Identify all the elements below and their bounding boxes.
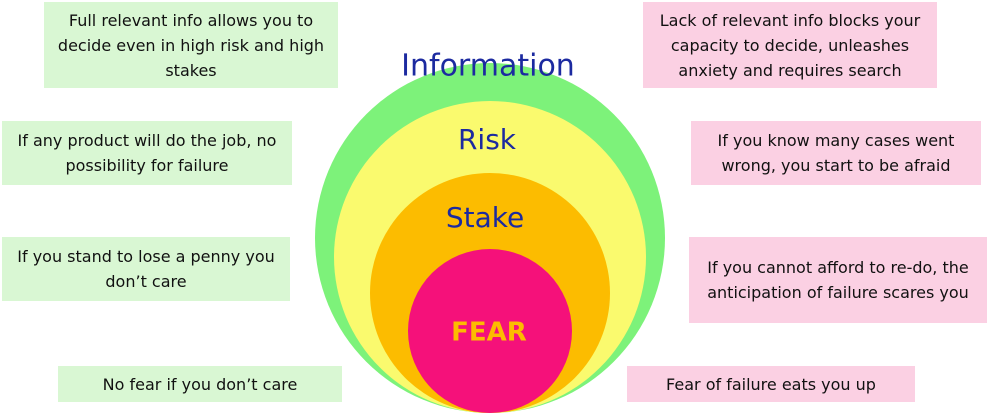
note-lose-penny: If you stand to lose a penny you don’t c… <box>2 237 290 301</box>
note-fear-of-failure: Fear of failure eats you up <box>627 366 915 402</box>
note-cannot-redo: If you cannot afford to re-do, the antic… <box>689 237 987 323</box>
information-label: Information <box>401 49 575 84</box>
note-lack-info: Lack of relevant info blocks your capaci… <box>643 2 937 88</box>
fear-core <box>408 249 572 413</box>
note-any-product: If any product will do the job, no possi… <box>2 121 292 185</box>
risk-label: Risk <box>458 123 517 156</box>
note-full-info: Full relevant info allows you to decide … <box>44 2 338 88</box>
fear-label: FEAR <box>451 318 527 348</box>
note-no-fear: No fear if you don’t care <box>58 366 342 402</box>
note-cases-wrong: If you know many cases went wrong, you s… <box>691 121 981 185</box>
stake-label: Stake <box>446 201 524 234</box>
